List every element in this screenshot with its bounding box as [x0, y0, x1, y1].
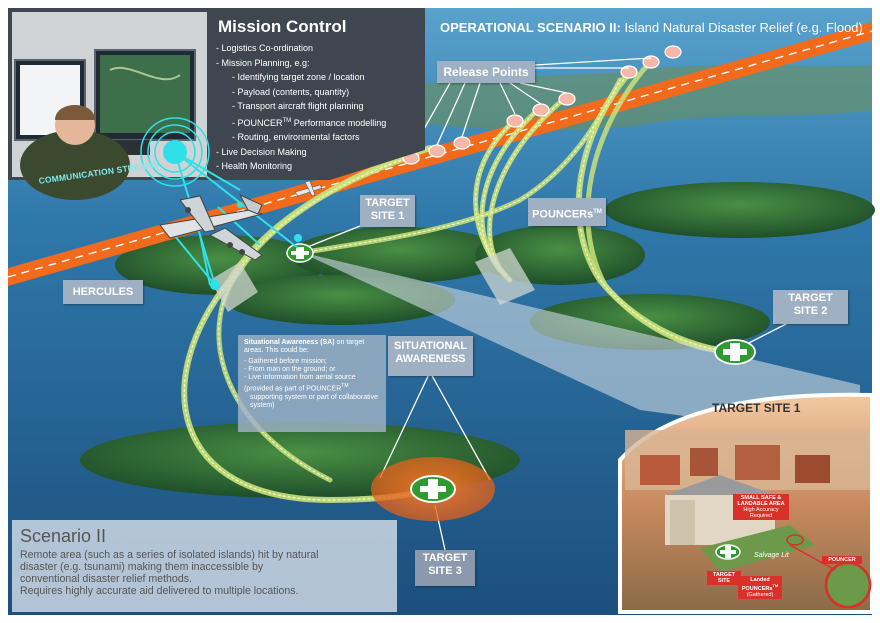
- inset-wedge: [300, 252, 860, 440]
- sa-box-list: - Gathered before mission; - From man on…: [244, 358, 380, 411]
- release-points-label: Release Points: [437, 61, 535, 83]
- mission-control-title: Mission Control: [218, 17, 347, 36]
- target-marker-3: [410, 475, 456, 503]
- inset-landed-pouncers-tag: Landed POUNCERsTM(Gathered): [738, 576, 782, 599]
- inset-title: TARGET SITE 1: [712, 401, 801, 415]
- pouncer-drop-boxes: [210, 248, 535, 312]
- pouncers-label: POUNCERsTM: [528, 198, 606, 226]
- mission-control-list: - Logistics Co-ordination - Mission Plan…: [210, 41, 410, 174]
- mc-item-logistics: - Logistics Co-ordination: [216, 43, 314, 53]
- control-room-illustration: [12, 12, 207, 200]
- comm-nodes: [210, 202, 302, 290]
- mc-item-flight-planning: - Transport aircraft flight planning: [232, 101, 364, 111]
- mc-item-health: - Health Monitoring: [216, 161, 293, 171]
- comm-signal-rings: [140, 117, 210, 187]
- mc-item-target-zone: - Identifying target zone / location: [232, 72, 365, 82]
- mission-control-panel: Mission Control - Logistics Co-ordinatio…: [210, 13, 410, 173]
- sa-item-aerial-cont: supporting system or part of collaborati…: [250, 394, 379, 410]
- situational-awareness-info: Situational Awareness (SA) on target are…: [238, 335, 386, 432]
- sa-item-aerial: - Live information from aerial source (p…: [244, 374, 356, 393]
- mc-item-live-decision: - Live Decision Making: [216, 146, 307, 157]
- sa-item-before: - Gathered before mission;: [244, 357, 327, 365]
- release-point-markers: [402, 45, 682, 165]
- sa-item-ground: - From man on the ground; or: [244, 365, 336, 373]
- scenario-box-title: Scenario II: [20, 526, 107, 546]
- distant-aircraft: [294, 180, 323, 197]
- scenario-heading: OPERATIONAL SCENARIO II: Island Natural …: [440, 20, 863, 35]
- mc-item-performance: - POUNCERTM Performance modelling: [232, 117, 387, 128]
- inset-pouncer-tag: POUNCER: [822, 556, 862, 564]
- mc-item-routing: - Routing, environmental factors: [232, 132, 360, 142]
- mc-item-payload: - Payload (contents, quantity): [232, 86, 350, 97]
- inset-target-site-tag: TARGET SITE: [707, 571, 741, 585]
- connector-lines: [299, 57, 791, 551]
- hercules-label: HERCULES: [63, 280, 143, 304]
- communication-stream-lines: [169, 151, 299, 286]
- target-marker-2: [714, 339, 756, 365]
- target-marker-1: [286, 243, 314, 263]
- scenario-box-text: Remote area (such as a series of isolate…: [20, 549, 319, 597]
- hercules-aircraft: [159, 193, 264, 261]
- scenario-description-box: Scenario II Remote area (such as a serie…: [12, 520, 397, 612]
- sa-box-title: Situational Awareness (SA) on target are…: [244, 339, 365, 355]
- inset-signage: Salvage Lit: [754, 552, 789, 559]
- mc-item-planning: - Mission Planning, e.g:: [216, 57, 310, 68]
